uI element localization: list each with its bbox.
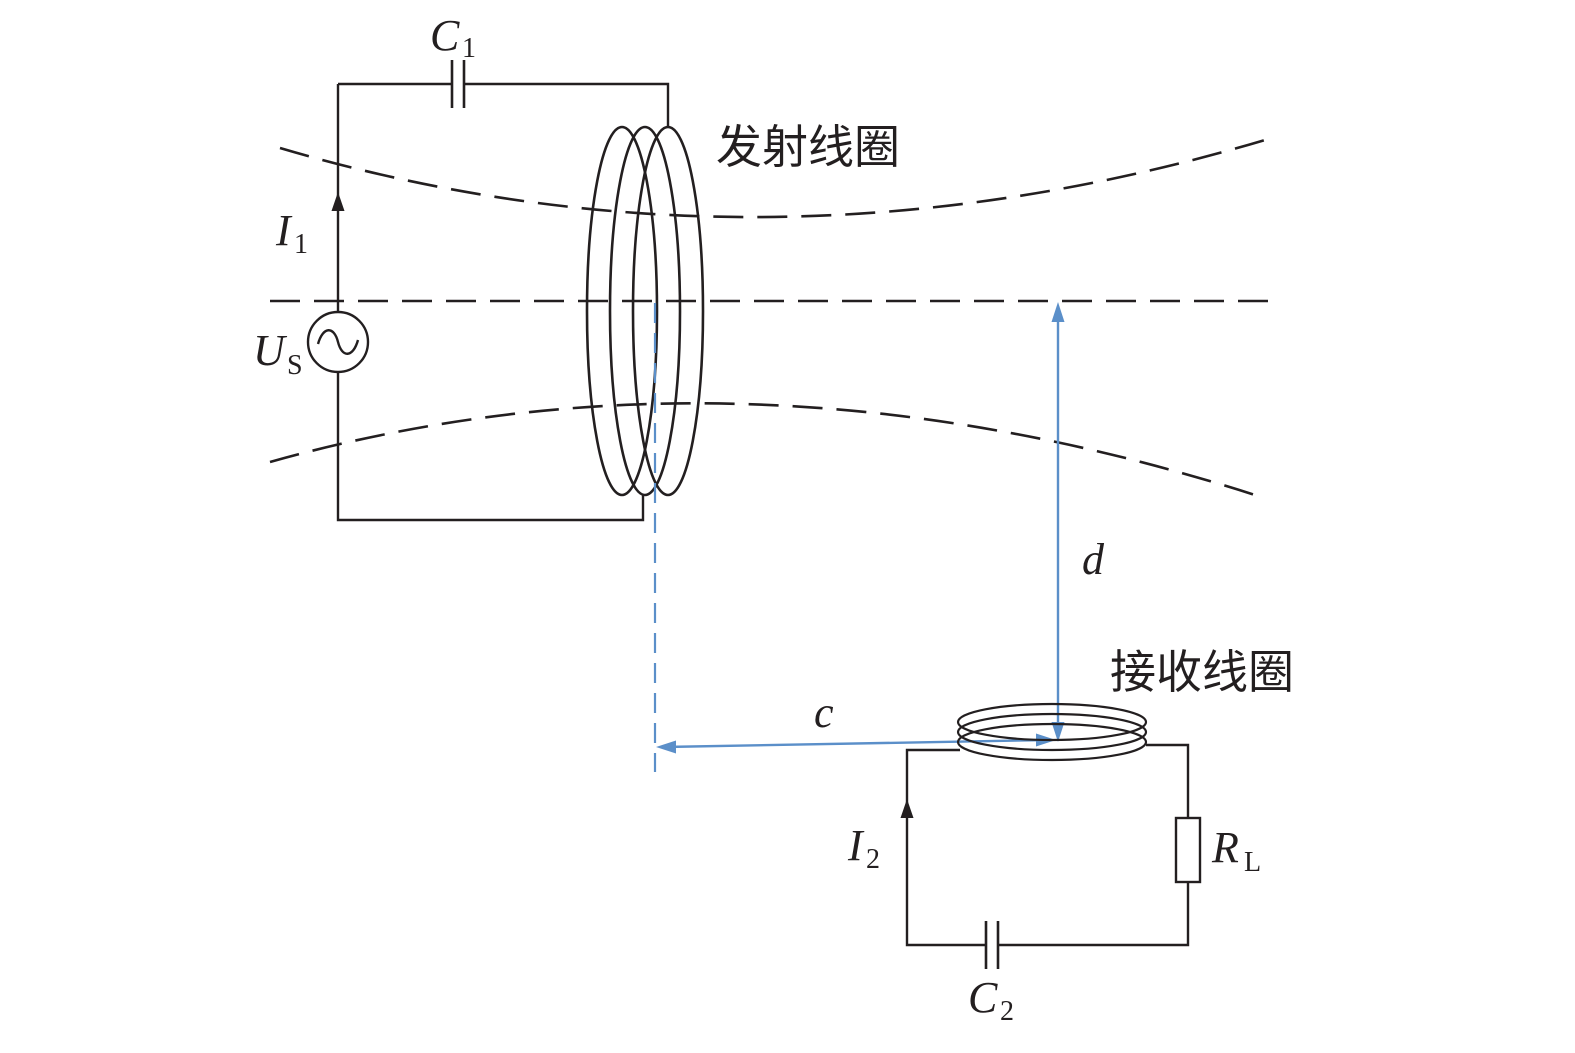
- source-circle: [306, 310, 370, 374]
- label-us-sub: S: [287, 350, 303, 381]
- arrowhead-up: [1051, 302, 1065, 322]
- label-c2-sub: 2: [1000, 996, 1014, 1027]
- coil-turn: [956, 702, 1148, 742]
- capacitor-c2: [984, 921, 1000, 969]
- label-rl: R L: [1211, 823, 1261, 878]
- dimension-d: [1051, 302, 1065, 742]
- wire-rx-right: [1146, 743, 1190, 818]
- wire-left-lower-bottom: [336, 372, 645, 522]
- arrowhead-down: [1051, 722, 1065, 742]
- capacitor-c1: [450, 60, 466, 108]
- receiver-circuit: [900, 702, 1202, 969]
- field-lines: [269, 138, 1275, 497]
- label-c2-main: C: [968, 973, 998, 1022]
- field-line-upper: [279, 138, 1266, 219]
- label-receive-coil: 接收线圈: [1110, 645, 1294, 699]
- field-line-lower: [269, 402, 1256, 497]
- labels: C 1 I 1 U S 发射线圈 d 接收线圈 c I 2 R L C 2: [253, 11, 1294, 1027]
- wire-rx-left: [905, 748, 986, 947]
- label-i1: I 1: [275, 206, 308, 260]
- transmitter-circuit: [306, 60, 705, 522]
- current-arrow-i1: [331, 192, 345, 211]
- arrowhead-left: [656, 740, 676, 754]
- coil-turn: [631, 125, 705, 497]
- label-i1-main: I: [275, 206, 293, 255]
- current-arrow-i2: [900, 799, 914, 818]
- label-i2-sub: 2: [866, 844, 880, 875]
- coil-turn: [585, 125, 659, 497]
- wire-rx-bottom-right: [998, 882, 1190, 947]
- receive-coil: [956, 702, 1148, 762]
- resistor-rl: [1174, 816, 1202, 884]
- wire-top-right: [464, 82, 670, 127]
- label-c: c: [814, 688, 834, 737]
- label-c2: C 2: [968, 973, 1014, 1027]
- coil-turn: [608, 125, 682, 497]
- label-c1-sub: 1: [462, 33, 476, 64]
- label-rl-sub: L: [1244, 847, 1261, 878]
- label-i2: I 2: [847, 821, 880, 875]
- label-us-main: U: [253, 326, 288, 375]
- sine-wave-icon: [316, 329, 360, 355]
- dimension-guides: [653, 302, 1065, 772]
- coil-turn: [956, 722, 1148, 762]
- label-i1-sub: 1: [294, 229, 308, 260]
- dimension-c-line: [663, 738, 1049, 749]
- label-d: d: [1082, 535, 1105, 584]
- label-rl-main: R: [1211, 823, 1239, 872]
- coil-turn: [956, 712, 1148, 752]
- label-c1-main: C: [430, 11, 460, 60]
- label-us: U S: [253, 326, 303, 381]
- label-transmit-coil: 发射线圈: [716, 120, 900, 174]
- label-c1: C 1: [430, 11, 476, 64]
- transmit-coil: [585, 125, 705, 497]
- ac-source: [306, 310, 370, 374]
- label-i2-main: I: [847, 821, 865, 870]
